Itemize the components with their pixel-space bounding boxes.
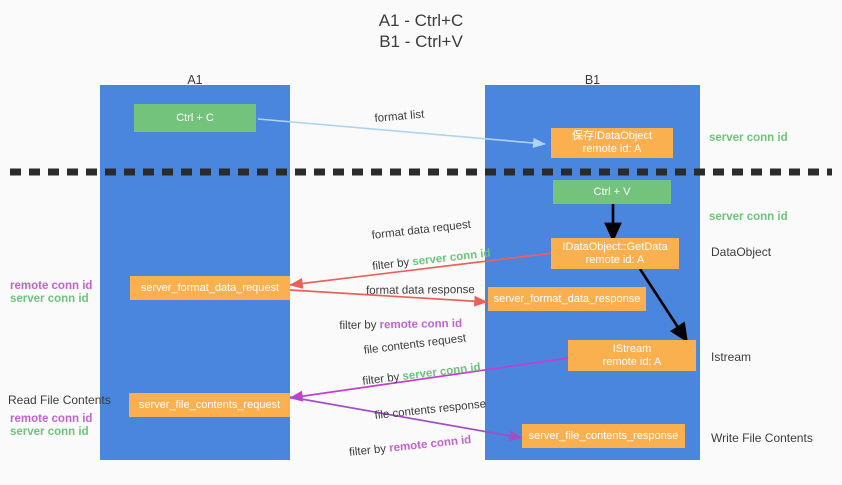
label-format-list: format list <box>374 108 425 125</box>
label-file-contents-response-filter: filter by remote conn id <box>347 419 472 460</box>
left-label-remote-conn-id-1: remote conn id <box>10 280 93 292</box>
filter-prefix: filter by <box>361 370 404 388</box>
box-ctrl-c[interactable]: Ctrl + C <box>134 104 256 132</box>
left-label-remote-conn-id-2: remote conn id <box>10 413 93 425</box>
label-file-contents-response: file contents response <box>374 398 487 422</box>
left-label-read-file-contents: Read File Contents <box>8 393 111 407</box>
column-b1-title: B1 <box>584 73 601 87</box>
filter-value-remote-conn-id: remote conn id <box>388 434 472 455</box>
box-ctrl-v[interactable]: Ctrl + V <box>553 180 671 204</box>
filter-value-remote-conn-id: remote conn id <box>379 317 463 332</box>
label-format-data-response-filter: filter by remote conn id <box>339 303 462 333</box>
box-server-format-data-request[interactable]: server_format_data_request <box>130 276 290 300</box>
right-label-write-file-contents: Write File Contents <box>711 431 813 445</box>
box-idataobject-getdata[interactable]: IDataObject::GetData remote id: A <box>551 238 679 269</box>
box-server-file-contents-response[interactable]: server_file_contents_response <box>522 424 685 448</box>
left-label-server-conn-id-2: server conn id <box>10 426 89 438</box>
filter-value-server-conn-id: server conn id <box>411 247 492 269</box>
filter-prefix: filter by <box>339 319 380 332</box>
column-a1-title: A1 <box>187 73 203 87</box>
left-label-server-conn-id-1: server conn id <box>10 293 89 305</box>
right-label-istream: Istream <box>711 350 752 364</box>
label-format-data-response: format data response <box>366 284 475 297</box>
right-label-dataobject: DataObject <box>711 245 772 259</box>
right-label-server-conn-id-1: server conn id <box>709 132 788 144</box>
box-server-format-data-response[interactable]: server_format_data_response <box>488 287 646 311</box>
filter-prefix: filter by <box>371 256 414 273</box>
box-istream[interactable]: IStream remote id: A <box>568 340 696 371</box>
box-save-idataobject[interactable]: 保存IDataObject remote id: A <box>551 128 673 158</box>
page-title: A1 - Ctrl+C B1 - Ctrl+V <box>378 11 464 51</box>
box-server-file-contents-request[interactable]: server_file_contents_request <box>129 393 290 417</box>
right-label-server-conn-id-2: server conn id <box>709 211 788 223</box>
filter-value-server-conn-id: server conn id <box>401 361 482 383</box>
filter-prefix: filter by <box>348 442 390 459</box>
